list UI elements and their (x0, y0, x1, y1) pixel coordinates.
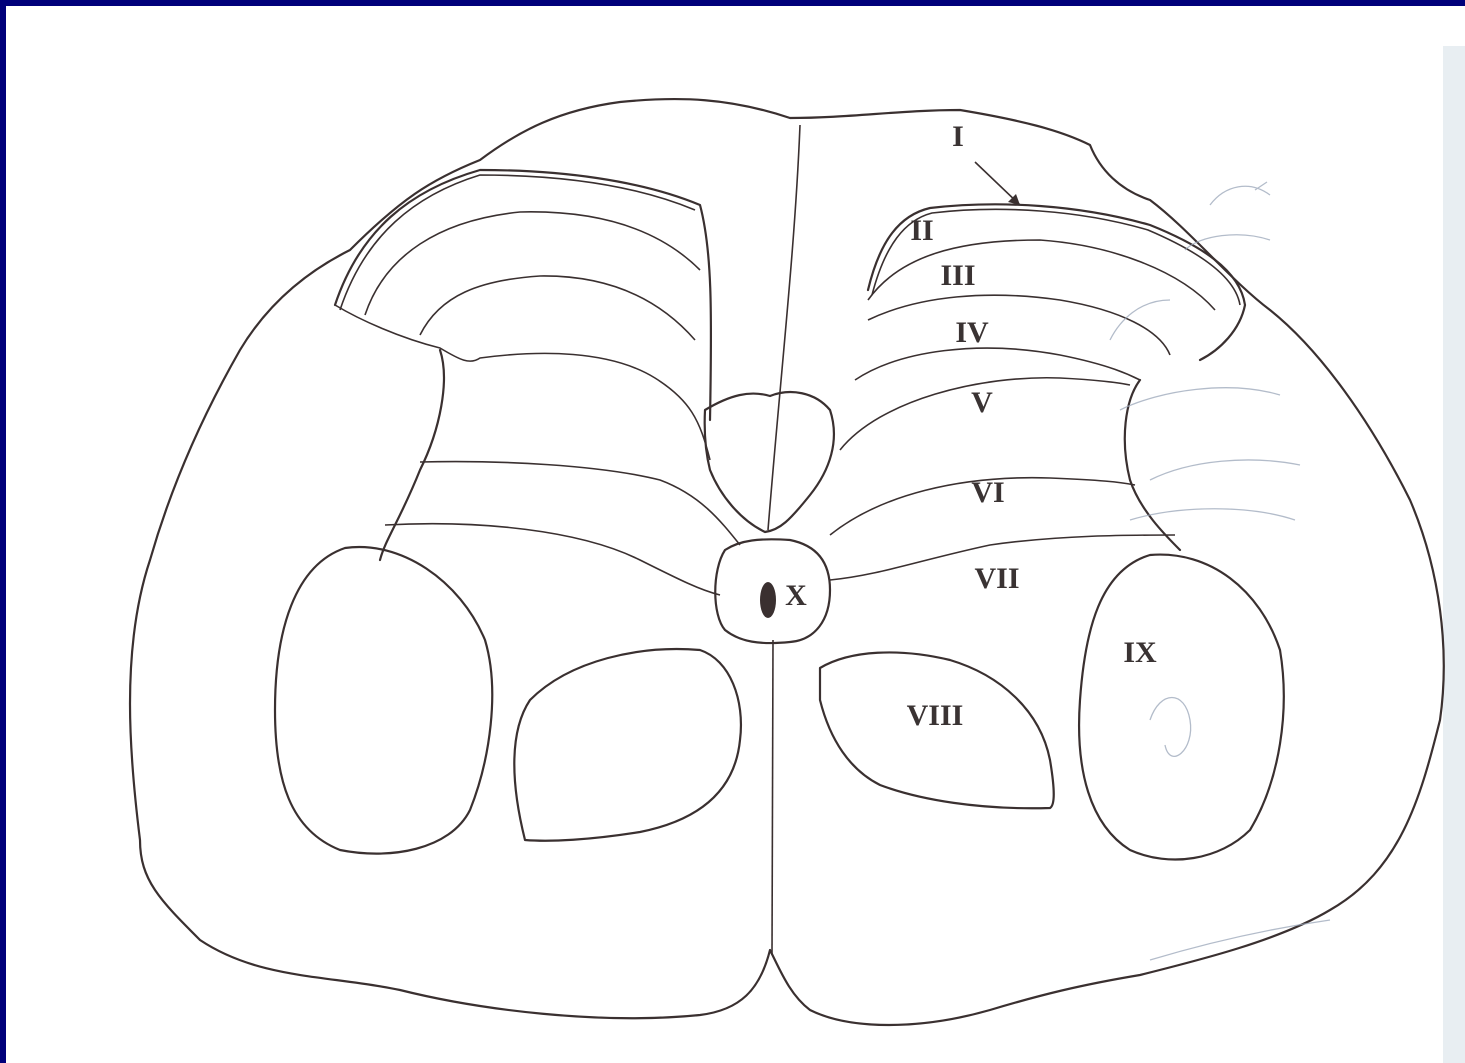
left-lamina-IV-boundary (335, 305, 710, 460)
left-lamina-II-boundary (365, 212, 700, 315)
central-canal (760, 582, 776, 618)
diagram-frame: I II III IV V VI VII VIII IX X (6, 6, 1465, 1063)
lamina-label-II: II (910, 214, 933, 247)
lamina-label-V: V (971, 386, 993, 419)
lamina-label-I: I (952, 120, 964, 153)
dorsal-median-septum (768, 125, 800, 530)
spinal-cord-outline (130, 99, 1444, 1025)
right-lamina-II-boundary (868, 240, 1215, 310)
right-lamina-III-boundary (868, 295, 1170, 355)
lamina-label-IV: IV (955, 316, 989, 349)
lamina-label-VI: VI (971, 476, 1004, 509)
lamina-label-III: III (940, 259, 975, 292)
lamina-label-IX: IX (1123, 636, 1157, 669)
lamina-label-X: X (785, 579, 807, 612)
left-lateral-boundary (380, 350, 444, 560)
ventral-median-fissure (772, 640, 773, 955)
left-lamina-V-VI-boundary (420, 462, 740, 545)
lamina-label-VII: VII (974, 562, 1019, 595)
left-lamina-VIII-region (514, 649, 741, 841)
right-lateral-boundary (1125, 380, 1180, 550)
right-lamina-IV-boundary (855, 348, 1140, 380)
lamina-label-VIII: VIII (907, 699, 964, 732)
left-lamina-I-boundary (335, 170, 711, 420)
right-lamina-IX-region (1079, 555, 1284, 860)
left-lamina-VI-VII-boundary (385, 524, 720, 595)
left-lamina-IX-region (275, 547, 492, 854)
left-lamina-III-boundary (420, 276, 695, 340)
spinal-cord-section-diagram: I II III IV V VI VII VIII IX X (6, 6, 1465, 1063)
